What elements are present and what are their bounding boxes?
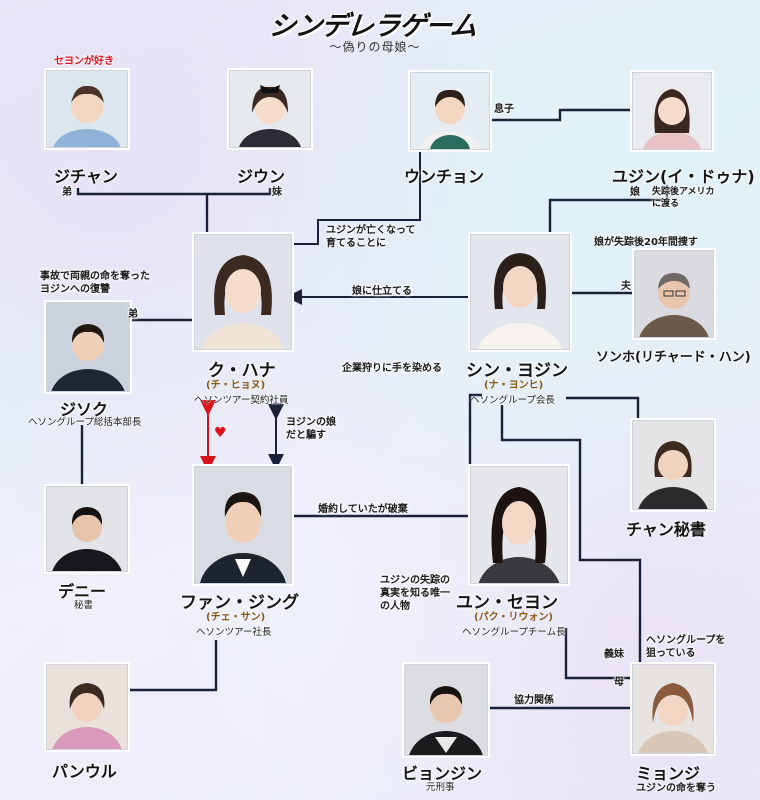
sonho-name: ソンホ(リチャード・ハン) xyxy=(596,350,751,365)
hana-role: ヘソンツアー契約社員 xyxy=(194,395,289,406)
portrait-seyon xyxy=(470,466,568,584)
relation-engagement: 婚約していたが破棄 xyxy=(318,504,408,515)
yujin-note: 失踪後アメリカに渡る xyxy=(652,187,715,209)
jichan-name: ジチャン xyxy=(54,167,118,186)
line-yojin-seyon xyxy=(468,393,482,466)
relation-daughter: 娘 xyxy=(630,187,640,198)
portrait-chang xyxy=(632,420,714,510)
jisok-note: 事故で両親の命を奪ったヨジンへの復讐 xyxy=(40,271,150,295)
portrait-jingu xyxy=(194,466,292,584)
jingu-role: ヘソンツアー社長 xyxy=(196,627,272,638)
hana-name: ク・ハナ xyxy=(208,361,276,381)
portrait-yujin xyxy=(632,72,712,150)
relation-make-daughter: 娘に仕立てる xyxy=(352,286,412,297)
line-cooperate xyxy=(484,704,632,710)
line-raise xyxy=(290,120,428,245)
relation-cooperate: 協力関係 xyxy=(514,695,554,706)
relation-corp-hunt: 企業狩りに手を染める xyxy=(342,363,442,374)
relation-sister-in-law: 義妹 xyxy=(604,649,624,660)
yojin-role: ヘソングループ会長 xyxy=(470,395,555,406)
seyon-role: ヘソングループチーム長 xyxy=(462,627,566,638)
seyon-real-name: (パク・リウォン) xyxy=(474,612,553,623)
jisok-role: ヘソングループ総括本部長 xyxy=(28,417,142,428)
line-sister-in-law xyxy=(500,405,642,664)
relation-siblings-label-sister: 妹 xyxy=(272,187,282,198)
line-yojin-chang xyxy=(566,396,640,420)
byonjin-name: ビョンジン xyxy=(402,764,483,783)
relation-mother: 母 xyxy=(614,677,624,688)
relation-deceive: ヨジンの娘だと騙す xyxy=(286,417,336,441)
relation-siblings-label-brother: 弟 xyxy=(62,187,72,198)
jisok-name: ジソク xyxy=(60,400,109,419)
portrait-sonho xyxy=(634,250,714,338)
deni-name: デニー xyxy=(58,582,107,601)
yojin-name: シン・ヨジン xyxy=(466,361,568,381)
line-son xyxy=(490,108,632,122)
portrait-yojin xyxy=(470,234,570,350)
minji-note: ヘソングループを狙っている xyxy=(646,635,726,659)
portrait-jichan xyxy=(46,70,128,148)
seyon-name: ユン・セヨン xyxy=(456,593,558,613)
hana-real-name: (チ・ヒョヌ) xyxy=(206,380,266,391)
relation-husband: 夫 xyxy=(621,281,631,292)
minji-name: ミョンジ xyxy=(636,764,701,783)
portrait-hana xyxy=(194,234,292,350)
portrait-deni xyxy=(46,486,128,572)
line-daughter xyxy=(548,185,669,234)
chang-name: チャン秘書 xyxy=(626,520,706,539)
portrait-jisok xyxy=(46,302,130,392)
jingu-real-name: (チェ・サン) xyxy=(206,612,266,623)
yujin-name: ユジン(イ・ドゥナ) xyxy=(612,167,755,186)
line-jingu-panul xyxy=(128,640,218,692)
relation-son: 息子 xyxy=(494,104,514,115)
jingu-name: ファン・ジング xyxy=(180,593,299,613)
line-siblings xyxy=(76,188,272,196)
relation-jisok-brother: 弟 xyxy=(128,309,138,320)
relation-raise: ユジンが亡くなって育てることに xyxy=(326,225,416,249)
uncheon-name: ウンチョン xyxy=(404,167,485,186)
portrait-byonjin xyxy=(404,664,488,756)
portrait-panul xyxy=(46,664,128,750)
byonjin-role: 元刑事 xyxy=(426,782,455,793)
portrait-jiun xyxy=(229,70,311,148)
portrait-minji xyxy=(632,664,714,754)
drama-subtitle: 〜偽りの母娘〜 xyxy=(329,40,421,54)
sonho-note: 娘が失踪後20年間捜す xyxy=(594,237,698,248)
jiun-name: ジウン xyxy=(237,167,286,186)
heart-icon: ♥ xyxy=(214,425,227,441)
yojin-real-name: (ナ・ヨンヒ) xyxy=(484,380,544,391)
panul-name: パンウル xyxy=(52,762,117,781)
seyon-note: ユジンの失踪の真実を知る唯一の人物 xyxy=(380,575,450,612)
minji-role: ユジンの命を奪う xyxy=(636,783,716,794)
deni-role: 秘書 xyxy=(74,600,94,611)
line-mother xyxy=(564,628,632,680)
jichan-note: セヨンが好き xyxy=(54,56,114,67)
portrait-uncheon xyxy=(410,72,490,150)
